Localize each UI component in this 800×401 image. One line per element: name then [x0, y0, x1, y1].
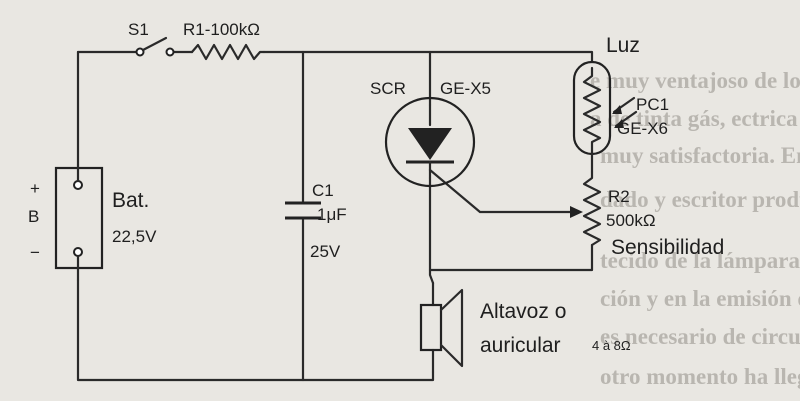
pc1-part: GE-X6 — [617, 119, 668, 138]
light-arrowhead-2 — [614, 119, 624, 128]
scr-part: GE-X5 — [440, 79, 491, 98]
battery-label: Bat. — [112, 189, 149, 212]
resistor-r1: R1-100kΩ — [183, 20, 266, 61]
bleed-line-5: tecido de la lámpara puede realizar en t… — [600, 248, 800, 273]
s1-label: S1 — [128, 20, 149, 39]
switch-contact-left — [135, 47, 145, 57]
wire-r2-bottom — [428, 243, 594, 272]
switch-lever — [141, 36, 168, 52]
c1-voltage: 25V — [310, 242, 341, 261]
battery-plus-sign: + — [30, 179, 40, 198]
wire-gate — [428, 168, 577, 214]
pc1-zigzag — [582, 66, 602, 156]
capacitor-c1: C1 1μF 25V — [285, 181, 347, 261]
speaker-cone — [439, 288, 464, 368]
c1-label: C1 — [312, 181, 334, 200]
pc1-label: PC1 — [636, 95, 669, 114]
switch-contact-right — [165, 47, 175, 57]
light-arrowhead-1 — [612, 105, 622, 114]
battery-voltage: 22,5V — [112, 227, 157, 246]
battery-terminal-negative — [73, 247, 83, 257]
switch-s1: S1 — [128, 20, 175, 57]
speaker: Altavoz o auricular 4 à 8Ω — [419, 288, 631, 368]
bleed-line-8: otro momento ha llegado al final — [600, 364, 800, 389]
bleed-line-3: muy satisfactoria. En caso la frecuencia — [600, 143, 800, 168]
r1-label: R1-100kΩ — [183, 20, 260, 39]
light-label: Luz — [606, 34, 640, 57]
r2-label: R2 — [608, 187, 630, 206]
background-bleed-text: e muy ventajoso de lorar entre una h a d… — [590, 68, 800, 389]
battery-terminal-positive — [73, 180, 83, 190]
potentiometer-r2: R2 500kΩ Sensibilidad — [570, 170, 724, 259]
photocell-pc1: Luz PC1 GE-X6 — [572, 34, 669, 174]
bleed-line-1: e muy ventajoso de lorar entre una h — [590, 68, 800, 93]
c1-value: 1μF — [317, 205, 347, 224]
speaker-magnet — [419, 303, 443, 352]
bleed-line-7: es necesario de circuito en amplio, de 1… — [600, 324, 800, 349]
r2-wiper-arrow — [570, 206, 583, 218]
speaker-impedance: 4 à 8Ω — [592, 338, 631, 353]
speaker-label-line2: auricular — [480, 334, 561, 357]
scr-label: SCR — [370, 79, 406, 98]
scr-envelope — [384, 96, 476, 188]
wire-scr-bottom — [428, 176, 435, 285]
speaker-label-line1: Altavoz o — [480, 300, 566, 323]
r1-zigzag — [190, 43, 266, 61]
bleed-line-6: ción y en la emisión de su fragmento com… — [600, 286, 800, 311]
battery-b-label: B — [28, 207, 39, 226]
bleed-line-4: dado y escritor producido por debajo de … — [600, 187, 800, 212]
battery: + B − Bat. 22,5V — [28, 163, 157, 282]
battery-minus-sign: − — [30, 243, 40, 262]
sensitivity-label: Sensibilidad — [611, 236, 724, 259]
scr-triangle — [408, 128, 452, 160]
wire-top-right — [262, 50, 594, 64]
wires — [76, 50, 594, 382]
r2-value: 500kΩ — [606, 211, 656, 230]
scr: SCR GE-X5 — [370, 79, 491, 188]
wire-bottom — [76, 278, 435, 382]
r2-zigzag — [582, 170, 602, 247]
